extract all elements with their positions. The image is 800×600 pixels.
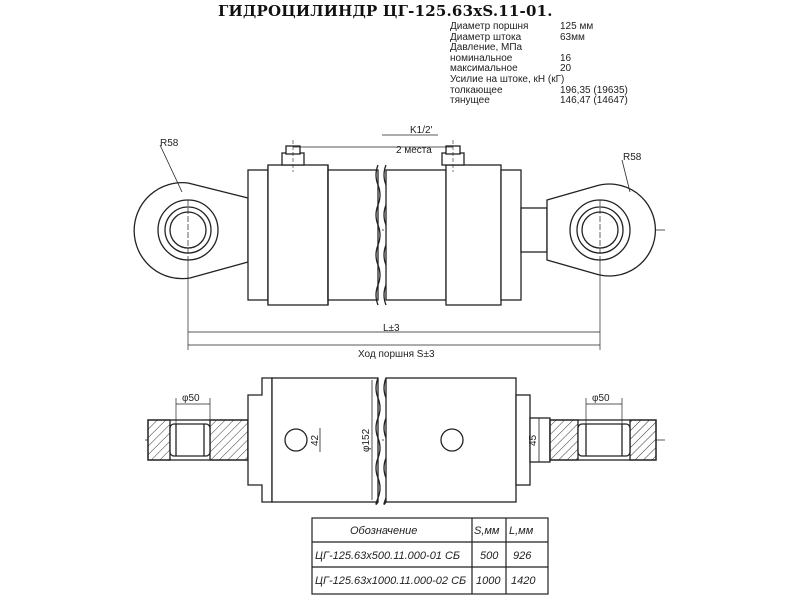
spec-label: номинальное <box>450 52 513 64</box>
pin-right-label: φ50 <box>592 393 610 404</box>
drawing-title: ГИДРОЦИЛИНДР ЦГ-125.63хS.11-01. <box>218 2 553 20</box>
rod-dim-label: 45 <box>528 434 539 446</box>
barrel-section-left <box>267 164 329 306</box>
barrel-dia-label: φ152 <box>361 428 372 452</box>
length-label: L±3 <box>383 323 400 334</box>
table-cell: 500 <box>480 550 499 562</box>
stroke-label: Ход поршня S±3 <box>358 349 435 360</box>
spec-label: Диаметр штока <box>450 31 522 43</box>
spec-label: Усилие на штоке, кН (кГ) <box>450 73 565 85</box>
spec-row-pull: тянущее 146,47 (14647) <box>450 96 680 107</box>
spec-row-maximal: максимальное 20 <box>450 64 680 75</box>
piston-rod <box>520 207 548 253</box>
specs-block: Диаметр поршня 125 мм Диаметр штока 63мм Д… <box>450 21 680 107</box>
spec-value: 63мм <box>560 31 585 43</box>
spec-label: тянущее <box>450 95 490 107</box>
spec-row-nominal: номинальное 16 <box>450 52 680 65</box>
r58-right-label: R58 <box>623 152 642 163</box>
port-dim-label: 42 <box>310 434 321 446</box>
port-count-label: 2 места <box>396 145 432 156</box>
r58-left-leader <box>159 144 183 193</box>
spec-label: Давление, МПа <box>450 42 523 54</box>
spec-value: 16 <box>560 52 572 64</box>
r58-right-leader <box>621 159 631 193</box>
port-hole-right <box>440 428 464 452</box>
pin-left-label: φ50 <box>182 393 200 404</box>
plan-view <box>145 377 665 505</box>
spec-value: 196,35 (19635) <box>560 84 628 96</box>
table-cell: ЦГ-125.63х500.11.000-01 СБ <box>315 550 460 562</box>
spec-value: 146,47 (14647) <box>560 95 628 107</box>
spec-row-push: толкающее 196,35 (19635) <box>450 84 680 97</box>
table-cell: 1420 <box>511 575 536 587</box>
barrel-ring-left <box>327 169 379 301</box>
right-bearing <box>577 423 631 457</box>
table-cell: 926 <box>513 550 532 562</box>
side-view <box>133 134 665 350</box>
spec-row-pressure: Давление, МПа <box>450 43 680 54</box>
table-header-l: L,мм <box>509 525 534 537</box>
left-end-cap <box>247 169 269 301</box>
r58-left-label: R58 <box>160 138 179 149</box>
left-cap-plan <box>247 377 273 503</box>
spec-label: толкающее <box>450 84 503 96</box>
port-thread-label: K1/2' <box>410 125 433 136</box>
spec-value: 20 <box>560 63 572 75</box>
table-cell: 1000 <box>476 575 501 587</box>
spec-row-rod: Диаметр штока 63мм <box>450 31 680 44</box>
spec-label: максимальное <box>450 63 518 75</box>
barrel-section-right <box>385 169 447 301</box>
table-cell: ЦГ-125.63х1000.11.000-02 СБ <box>315 575 466 587</box>
right-end-cap <box>500 169 522 301</box>
variants-table <box>311 517 549 595</box>
table-header-s: S,мм <box>474 525 500 537</box>
table-header-designation: Обозначение <box>350 525 417 537</box>
spec-row-force: Усилие на штоке, кН (кГ) <box>450 73 680 86</box>
port-hole-left <box>284 428 308 452</box>
barrel-end-right <box>445 164 502 306</box>
spec-row-piston: Диаметр поршня 125 мм <box>450 21 680 33</box>
spec-value: 125 мм <box>560 21 594 32</box>
spec-label: Диаметр поршня <box>450 21 529 32</box>
break-line-left <box>375 164 381 306</box>
left-bearing <box>169 423 211 457</box>
